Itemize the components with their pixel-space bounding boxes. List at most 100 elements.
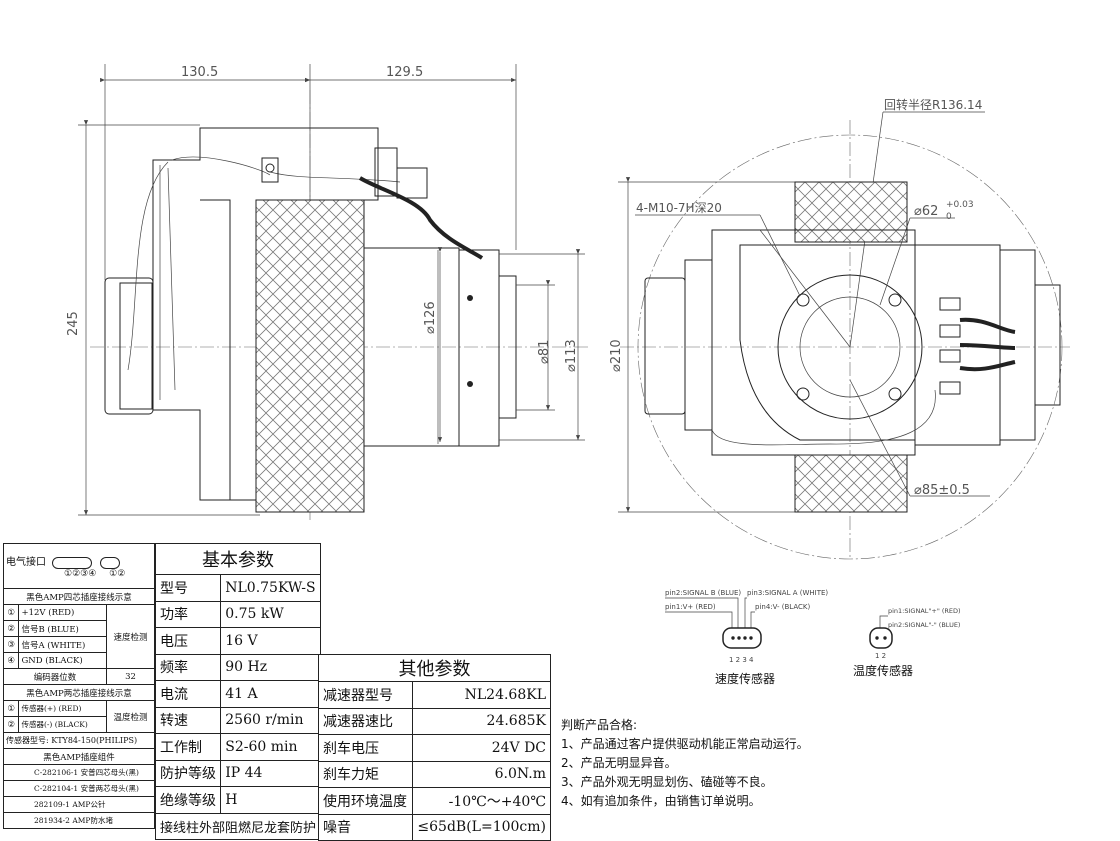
four-pin-num: ④: [2, 652, 20, 669]
param-value: NL24.68KL: [411, 681, 552, 709]
dim-245: 245: [66, 311, 81, 336]
wiring-table: 电气接口 ①②③④ ①② 黑色AMP四芯插座接线示意 ① +12V (RED) …: [2, 543, 155, 829]
four-pin-desc: 信号A (WHITE): [18, 636, 108, 653]
dim-dia-113: ⌀113: [564, 339, 579, 372]
param-value: H: [220, 786, 322, 814]
param-value: 90 Hz: [220, 653, 322, 681]
kit-row: 281934-2 AMP防水堵: [3, 812, 155, 829]
four-pin-desc: 信号B (BLUE): [18, 620, 108, 637]
temp-detect-label: 温度检测: [106, 700, 155, 733]
param-value: IP 44: [220, 759, 322, 787]
param-label: 减速器速比: [318, 707, 413, 735]
param-label: 电压: [154, 627, 222, 655]
param-label: 工作制: [154, 733, 222, 761]
param-value: 24V DC: [411, 734, 552, 762]
param-label: 防护等级: [154, 759, 222, 787]
four-pin-desc: GND (BLACK): [18, 652, 108, 669]
kit-row: 282109-1 AMP公针: [3, 796, 155, 813]
speed-pin2-text: pin2:SIGNAL B (BLUE): [665, 589, 741, 597]
note-item: 1、产品通过客户提供驱动机能正常启动运行。: [561, 737, 809, 751]
param-label: 刹车电压: [318, 734, 413, 762]
two-pin-desc: 传感器(-) (BLACK): [18, 716, 108, 733]
param-value: ≤65dB(L=100cm): [411, 813, 552, 841]
param-label: 绝缘等级: [154, 786, 222, 814]
four-pin-icon: [51, 556, 92, 569]
param-value: 16 V: [220, 627, 322, 655]
four-pin-num: ①: [2, 604, 20, 621]
param-value: 0.75 kW: [220, 600, 322, 628]
speed-connector: pin2:SIGNAL B (BLUE) pin3:SIGNAL A (WHIT…: [665, 589, 828, 686]
dim-dia-62-tol-up: +0.03: [946, 200, 974, 210]
four-pin-desc: +12V (RED): [18, 604, 108, 621]
four-pin-num: ③: [2, 636, 20, 653]
param-label: 转速: [154, 706, 222, 734]
param-label: 刹车力矩: [318, 760, 413, 788]
note-item: 2、产品无明显异音。: [561, 756, 677, 770]
two-pin-num: ①: [2, 700, 20, 717]
speed-detect-label: 速度检测: [106, 604, 155, 669]
two-pin-desc: 传感器(+) (RED): [18, 700, 108, 717]
param-value: 41 A: [220, 680, 322, 708]
side-view: 130.5 129.5 245 ⌀126: [66, 64, 590, 520]
electrical-interface-label: 电气接口: [6, 557, 46, 569]
encoder-value: 32: [106, 668, 155, 685]
qualification-notes: 判断产品合格: 1、产品通过客户提供驱动机能正常启动运行。 2、产品无明显异音。…: [561, 716, 809, 811]
dim-dia-81: ⌀81: [537, 340, 552, 364]
param-label: 减速器型号: [318, 681, 413, 709]
param-value: -10℃～+40℃: [411, 787, 552, 815]
speed-pin3-text: pin3:SIGNAL A (WHITE): [747, 589, 828, 597]
temp-pin1-text: pin1:SIGNAL"+" (RED): [888, 607, 961, 615]
basic-params-title: 基本参数: [154, 543, 322, 575]
socket-kit-title: 黑色AMP插座组件: [3, 748, 155, 765]
dim-dia-85: ⌀85±0.5: [914, 483, 970, 498]
dim-thread: 4-M10-7H深20: [636, 201, 722, 215]
dim-130-5: 130.5: [181, 65, 218, 80]
dim-dia-62: ⌀62: [914, 204, 938, 219]
kit-row: C-282104-1 安普两芯母头(黑): [3, 780, 155, 797]
temp-pin2-text: pin2:SIGNAL"-" (BLUE): [888, 621, 960, 629]
param-value: 2560 r/min: [220, 706, 322, 734]
speed-pin-numbers: 1 2 3 4: [729, 656, 754, 664]
other-params-title: 其他参数: [318, 654, 551, 682]
two-pin-num: ②: [2, 716, 20, 733]
temp-connector: pin1:SIGNAL"+" (RED) pin2:SIGNAL"-" (BLU…: [853, 607, 961, 678]
param-label: 频率: [154, 653, 222, 681]
temp-sensor-label: 温度传感器: [853, 663, 913, 678]
param-value: 6.0N.m: [411, 760, 552, 788]
notes-title: 判断产品合格:: [561, 718, 638, 732]
param-label: 电流: [154, 680, 222, 708]
speed-pin1-text: pin1:V+ (RED): [665, 603, 716, 611]
param-label: 功率: [154, 600, 222, 628]
two-pin-title: 黑色AMP两芯插座接线示意: [3, 684, 155, 701]
note-item: 4、如有追加条件，由销售订单说明。: [561, 794, 761, 808]
sensor-model: 传感器型号: KTY84-150(PHILIPS): [3, 732, 155, 749]
dim-dia-62-tol-low: 0: [946, 212, 952, 222]
param-value: 24.685K: [411, 707, 552, 735]
kit-row: C-282106-1 安普四芯母头(黑): [3, 764, 155, 781]
note-item: 3、产品外观无明显划伤、磕碰等不良。: [561, 775, 773, 789]
param-label: 噪音: [318, 813, 413, 841]
electrical-interface-cell: 电气接口 ①②③④ ①②: [3, 543, 155, 589]
param-value: NL0.75KW-S: [220, 574, 322, 602]
param-label: 使用环境温度: [318, 787, 413, 815]
basic-params-footer: 接线柱外部阻燃尼龙套防护: [154, 812, 322, 840]
two-pin-numbers: ①②: [109, 568, 126, 579]
dim-129-5: 129.5: [386, 65, 423, 80]
four-pin-num: ②: [2, 620, 20, 637]
front-view: 回转半径R136.14 ⌀210 4-M10: [609, 97, 1070, 560]
four-pin-title: 黑色AMP四芯插座接线示意: [3, 588, 155, 605]
temp-pin-numbers: 1 2: [875, 652, 886, 660]
dim-radius: 回转半径R136.14: [884, 97, 982, 112]
two-pin-icon: [100, 556, 121, 569]
param-label: 型号: [154, 574, 222, 602]
param-value: S2-60 min: [220, 733, 322, 761]
dim-dia-210: ⌀210: [609, 339, 624, 372]
speed-sensor-label: 速度传感器: [715, 671, 775, 686]
dim-dia-126: ⌀126: [423, 301, 438, 334]
speed-pin4-text: pin4:V- (BLACK): [755, 603, 811, 611]
four-pin-numbers: ①②③④: [64, 568, 97, 579]
encoder-label: 编码器位数: [2, 668, 108, 685]
